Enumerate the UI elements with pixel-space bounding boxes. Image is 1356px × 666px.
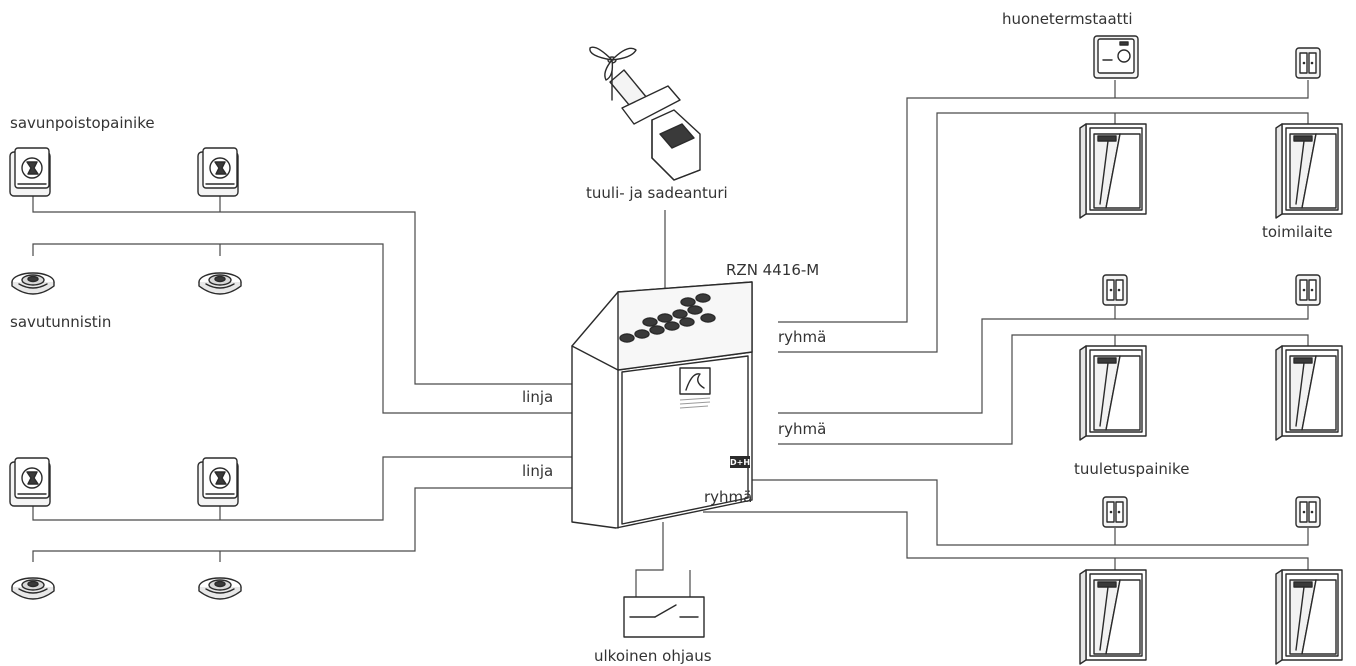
label-smoke-detector: savutunnistin bbox=[10, 313, 111, 331]
wire-line2-buttons bbox=[32, 456, 580, 521]
vent-button-icon bbox=[1295, 274, 1321, 306]
smoke-detector-icon bbox=[198, 577, 242, 600]
smoke-button-icon bbox=[9, 457, 51, 507]
smoke-detector-icon bbox=[11, 272, 55, 295]
wire-external-control bbox=[635, 522, 664, 597]
label-vent-button: tuuletuspainike bbox=[1074, 460, 1189, 478]
external-switch-icon bbox=[623, 596, 705, 638]
smoke-detector-icon bbox=[11, 577, 55, 600]
wire-group1-actuators bbox=[778, 112, 1309, 353]
wire-group2-buttons bbox=[778, 306, 1309, 414]
wire-group2-actuators bbox=[778, 334, 1309, 445]
label-group-2: ryhmä bbox=[778, 420, 826, 438]
weather-sensor-icon bbox=[589, 46, 701, 181]
window-actuator-icon bbox=[1079, 569, 1147, 665]
wiring bbox=[32, 80, 1309, 597]
smoke-button-icon bbox=[197, 457, 239, 507]
label-group-1: ryhmä bbox=[778, 328, 826, 346]
label-smoke-button: savunpoistopainike bbox=[10, 114, 155, 132]
wire-line1-buttons bbox=[32, 196, 580, 385]
label-actuator: toimilaite bbox=[1262, 223, 1333, 241]
wire-group1-thermostat bbox=[778, 80, 1309, 323]
label-weather-sensor: tuuli- ja sadeanturi bbox=[586, 184, 728, 202]
wire-line1-detectors bbox=[32, 243, 580, 414]
brand-logo-text: D+H bbox=[730, 458, 750, 467]
label-controller: RZN 4416-M bbox=[726, 261, 819, 279]
label-line-1: linja bbox=[522, 388, 553, 406]
label-group-3: ryhmä bbox=[704, 488, 752, 506]
label-line-2: linja bbox=[522, 462, 553, 480]
vent-button-icon bbox=[1295, 47, 1321, 79]
wire-group3-buttons bbox=[703, 479, 1309, 546]
smoke-detector-icon bbox=[198, 272, 242, 295]
wire-line2-detectors bbox=[32, 487, 580, 562]
vent-button-icon bbox=[1102, 496, 1128, 528]
label-thermostat: huonetermstaatti bbox=[1002, 10, 1133, 28]
cable-glands bbox=[619, 293, 716, 343]
window-actuator-icon bbox=[1079, 123, 1147, 219]
smoke-button-icon bbox=[197, 147, 239, 197]
smoke-button-icon bbox=[9, 147, 51, 197]
window-actuator-icon bbox=[1079, 345, 1147, 441]
window-actuator-icon bbox=[1275, 345, 1343, 441]
window-actuator-icon bbox=[1275, 569, 1343, 665]
vent-button-icon bbox=[1295, 496, 1321, 528]
brand-plate bbox=[730, 456, 750, 468]
controller-box-icon: D+H bbox=[571, 281, 753, 529]
vent-button-icon bbox=[1102, 274, 1128, 306]
thermostat-icon bbox=[1093, 35, 1139, 79]
label-external-control: ulkoinen ohjaus bbox=[594, 647, 712, 665]
window-actuator-icon bbox=[1275, 123, 1343, 219]
wire-group3-actuators bbox=[703, 511, 1309, 570]
